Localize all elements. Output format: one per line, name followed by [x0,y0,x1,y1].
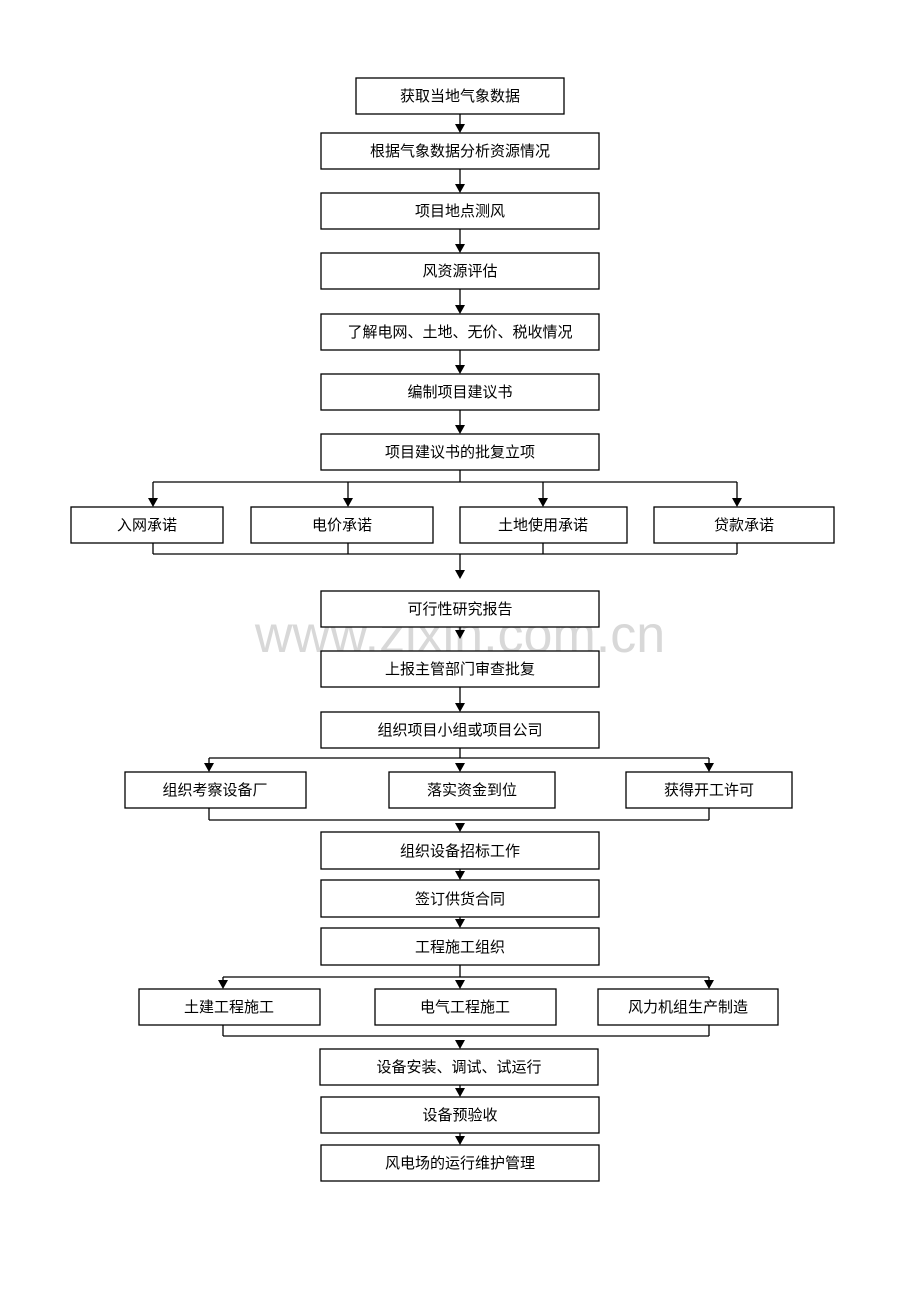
node-form-project-team: 组织项目小组或项目公司 [320,711,600,749]
svg-text:了解电网、土地、无价、税收情况: 了解电网、土地、无价、税收情况 [347,323,572,341]
svg-text:组织设备招标工作: 组织设备招标工作 [400,842,520,860]
svg-text:贷款承诺: 贷款承诺 [714,516,774,534]
arrowhead [455,1040,465,1049]
arrowhead [455,823,465,832]
node-operation-maintenance: 风电场的运行维护管理 [320,1144,600,1182]
node-get-weather-data: 获取当地气象数据 [355,77,565,115]
svg-text:土地使用承诺: 土地使用承诺 [498,516,588,534]
arrowhead [455,630,465,639]
node-submit-for-approval: 上报主管部门审查批复 [320,650,600,688]
arrowhead [455,919,465,928]
arrowhead [455,703,465,712]
node-equipment-tendering: 组织设备招标工作 [320,831,600,870]
svg-text:风力机组生产制造: 风力机组生产制造 [628,998,748,1016]
svg-text:项目地点测风: 项目地点测风 [415,202,505,220]
node-secure-funding: 落实资金到位 [388,771,556,809]
arrowheads [148,124,742,1145]
node-site-wind-measurement: 项目地点测风 [320,192,600,230]
svg-text:可行性研究报告: 可行性研究报告 [407,600,512,618]
arrowhead [148,498,158,507]
arrowhead [455,365,465,374]
arrowhead [218,980,228,989]
node-analyze-resources: 根据气象数据分析资源情况 [320,132,600,170]
node-feasibility-study: 可行性研究报告 [320,590,600,628]
svg-text:组织项目小组或项目公司: 组织项目小组或项目公司 [377,721,542,739]
arrowhead [343,498,353,507]
node-wind-resource-assessment: 风资源评估 [320,252,600,290]
arrowhead [455,871,465,880]
arrowhead [455,124,465,133]
node-electrical-works: 电气工程施工 [374,988,557,1026]
node-civil-works: 土建工程施工 [138,988,321,1026]
svg-text:上报主管部门审查批复: 上报主管部门审查批复 [385,660,535,678]
node-preliminary-acceptance: 设备预验收 [320,1096,600,1134]
node-construction-permit: 获得开工许可 [625,771,793,809]
arrowhead [704,763,714,772]
node-inspect-manufacturers: 组织考察设备厂 [124,771,307,809]
node-price-commitment: 电价承诺 [250,506,434,544]
arrowhead [455,980,465,989]
node-construction-organization: 工程施工组织 [320,927,600,966]
node-loan-commitment: 贷款承诺 [653,506,835,544]
svg-text:风资源评估: 风资源评估 [422,262,497,280]
node-land-use-commitment: 土地使用承诺 [459,506,628,544]
svg-text:工程施工组织: 工程施工组织 [415,938,505,956]
node-grid-commitment: 入网承诺 [70,506,224,544]
arrowhead [455,244,465,253]
node-install-commission: 设备安装、调试、试运行 [319,1048,599,1086]
node-turbine-manufacturing: 风力机组生产制造 [597,988,779,1026]
svg-text:设备安装、调试、试运行: 设备安装、调试、试运行 [376,1058,541,1076]
arrowhead [204,763,214,772]
node-prepare-proposal: 编制项目建议书 [320,373,600,411]
arrowhead [455,305,465,314]
svg-text:根据气象数据分析资源情况: 根据气象数据分析资源情况 [370,142,550,160]
node-grid-land-tax-info: 了解电网、土地、无价、税收情况 [320,313,600,351]
arrowhead [455,1088,465,1097]
svg-text:项目建议书的批复立项: 项目建议书的批复立项 [385,443,535,461]
arrowhead [455,763,465,772]
arrowhead [704,980,714,989]
connectors [152,114,738,1137]
svg-text:设备预验收: 设备预验收 [422,1106,497,1124]
svg-text:风电场的运行维护管理: 风电场的运行维护管理 [385,1154,535,1172]
svg-text:签订供货合同: 签订供货合同 [415,890,505,908]
svg-text:入网承诺: 入网承诺 [117,516,177,534]
svg-text:落实资金到位: 落实资金到位 [427,781,517,799]
node-proposal-approval: 项目建议书的批复立项 [320,433,600,471]
arrowhead [455,425,465,434]
svg-text:组织考察设备厂: 组织考察设备厂 [162,781,267,799]
svg-text:获取当地气象数据: 获取当地气象数据 [400,87,520,105]
nodes: 获取当地气象数据 根据气象数据分析资源情况 项目地点测风 风资源评估 了解电网、… [70,77,835,1182]
arrowhead [455,1136,465,1145]
svg-text:获得开工许可: 获得开工许可 [664,781,754,799]
svg-text:编制项目建议书: 编制项目建议书 [407,383,512,401]
svg-text:土建工程施工: 土建工程施工 [184,998,274,1016]
arrowhead [455,184,465,193]
node-supply-contract: 签订供货合同 [320,879,600,918]
arrowhead [455,570,465,579]
arrowhead [538,498,548,507]
svg-text:电价承诺: 电价承诺 [312,516,372,534]
arrowhead [732,498,742,507]
svg-text:电气工程施工: 电气工程施工 [420,998,510,1016]
